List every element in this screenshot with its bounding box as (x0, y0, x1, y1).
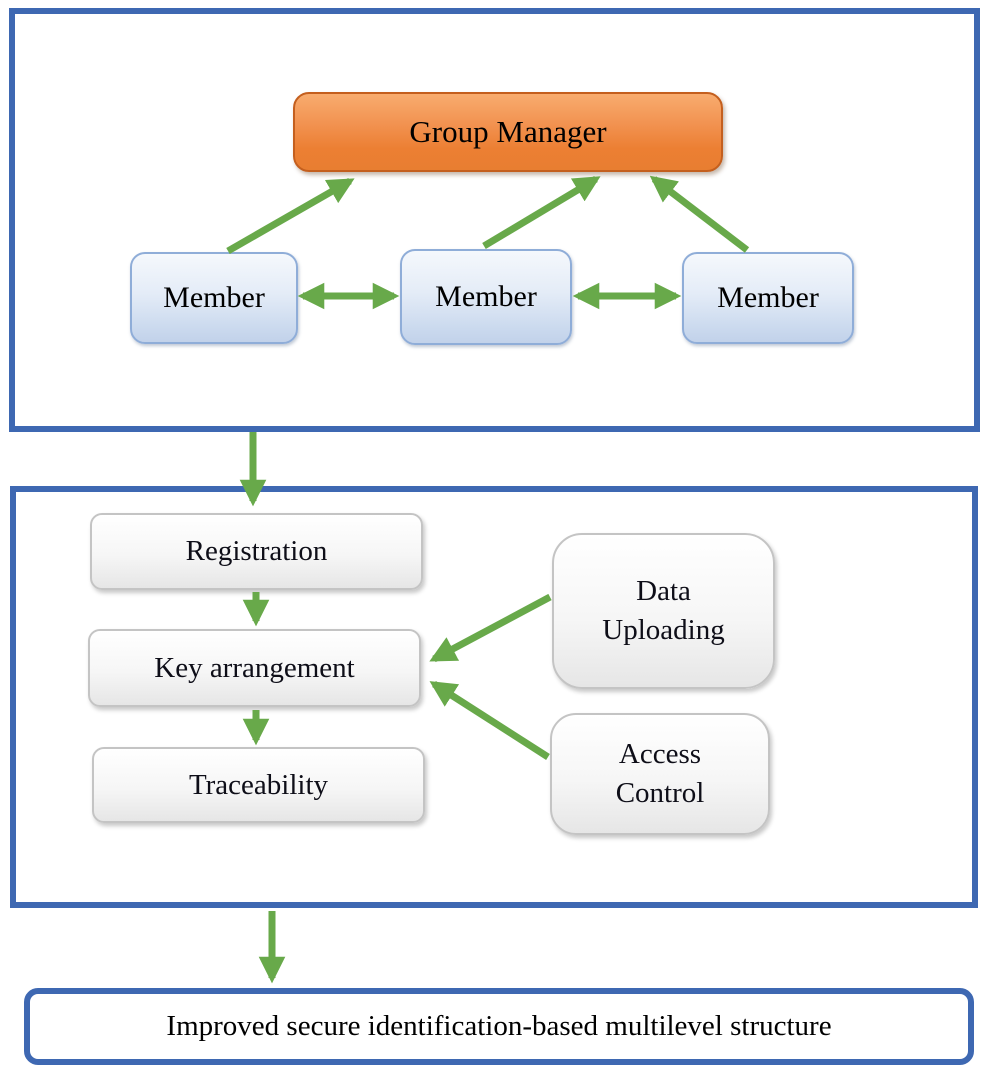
access-control-label-line2: Control (615, 777, 705, 809)
traceability-node: Traceability (92, 747, 425, 823)
data-uploading-node: Data Uploading (552, 533, 775, 689)
result-label: Improved secure identification-based mul… (166, 1010, 832, 1042)
key-arrangement-node: Key arrangement (88, 629, 421, 707)
member-left-node: Member (130, 252, 298, 344)
registration-label: Registration (185, 535, 328, 567)
access-control-label-line1: Access (618, 737, 702, 770)
key-arrangement-label: Key arrangement (154, 651, 355, 684)
traceability-label: Traceability (188, 768, 329, 801)
group-manager-node: Group Manager (293, 92, 723, 172)
registration-node: Registration (90, 513, 423, 590)
data-uploading-label-line2: Uploading (602, 614, 725, 646)
member-left-label: Member (163, 281, 265, 314)
group-communication-panel (9, 8, 980, 432)
member-center-label: Member (435, 280, 537, 313)
member-right-node: Member (682, 252, 854, 344)
group-manager-label: Group Manager (409, 114, 607, 149)
data-uploading-label-line1: Data (636, 574, 691, 607)
access-control-node: Access Control (550, 713, 770, 835)
result-panel: Improved secure identification-based mul… (24, 988, 974, 1065)
member-center-node: Member (400, 249, 572, 345)
member-right-label: Member (717, 281, 819, 314)
